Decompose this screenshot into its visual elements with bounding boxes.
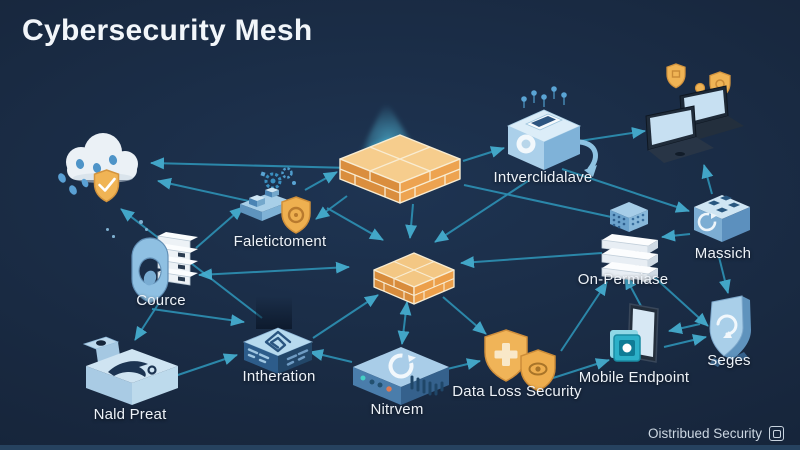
node-intverclidalave (496, 86, 606, 191)
node-label-data-loss: Data Loss Security (452, 383, 582, 400)
node-on-permiase (584, 196, 676, 293)
cube-refresh-grid-icon (694, 195, 750, 242)
decor-dot (139, 220, 143, 224)
decor-dot (145, 228, 148, 231)
cube-spiral-beam-icon (242, 296, 314, 374)
badge-server-icon (131, 232, 198, 304)
bottom-edge-strip (0, 445, 800, 450)
gears-platform-shield-icon (240, 167, 311, 234)
page-title: Cybersecurity Mesh (22, 14, 313, 47)
double-shield-cross-eye-icon (484, 329, 556, 392)
server-box-refresh-icon (353, 347, 449, 405)
node-label-mobile-endpoint: Mobile Endpoint (578, 369, 690, 386)
node-cloud-security (45, 118, 195, 223)
firewall-brick-icon (373, 252, 455, 305)
node-label-nitrvem: Nitrvem (370, 401, 424, 418)
cloud-rain-shield-check-icon (58, 133, 138, 203)
node-faletictoment (233, 163, 328, 243)
node-seges (696, 290, 762, 375)
node-label-intheration: Intheration (242, 368, 316, 385)
decor-dot (112, 235, 115, 238)
toolbox-handle-icon (82, 336, 178, 405)
node-firewall-top (332, 92, 462, 209)
node-intheration (232, 296, 322, 396)
node-endpoint-laptops (642, 60, 762, 173)
cube-network-refresh-icon (507, 86, 598, 177)
watermark-text: Oistribued Security (647, 426, 762, 441)
node-label-massich: Massich (694, 245, 752, 262)
node-cource (112, 226, 204, 313)
decor-dot (106, 228, 109, 231)
node-mobile-endpoint (596, 298, 678, 383)
firewall-brick-glow-icon (339, 100, 461, 204)
node-massich (686, 186, 758, 257)
node-nitrvem (346, 340, 456, 417)
node-data-loss-security (476, 326, 564, 405)
shield-rotate-icon (709, 295, 751, 367)
phone-app-square-icon (610, 303, 659, 363)
watermark: Oistribued Security (648, 426, 784, 441)
node-label-cource: Cource (136, 292, 186, 309)
node-label-faletictoment: Faletictoment (233, 233, 327, 250)
server-stack-dotted-cube-icon (601, 202, 658, 285)
node-label-seges: Seges (707, 352, 751, 369)
node-firewall-center (366, 232, 462, 315)
node-label-on-permiase: On-Permiase (577, 271, 669, 288)
node-nald-preat (76, 330, 188, 423)
node-label-nald-preat: Nald Preat (93, 406, 167, 423)
rounded-square-badge-icon (769, 426, 784, 441)
node-label-intverclidalave: Intverclidalave (493, 169, 593, 186)
laptops-shields-icon (645, 63, 744, 163)
